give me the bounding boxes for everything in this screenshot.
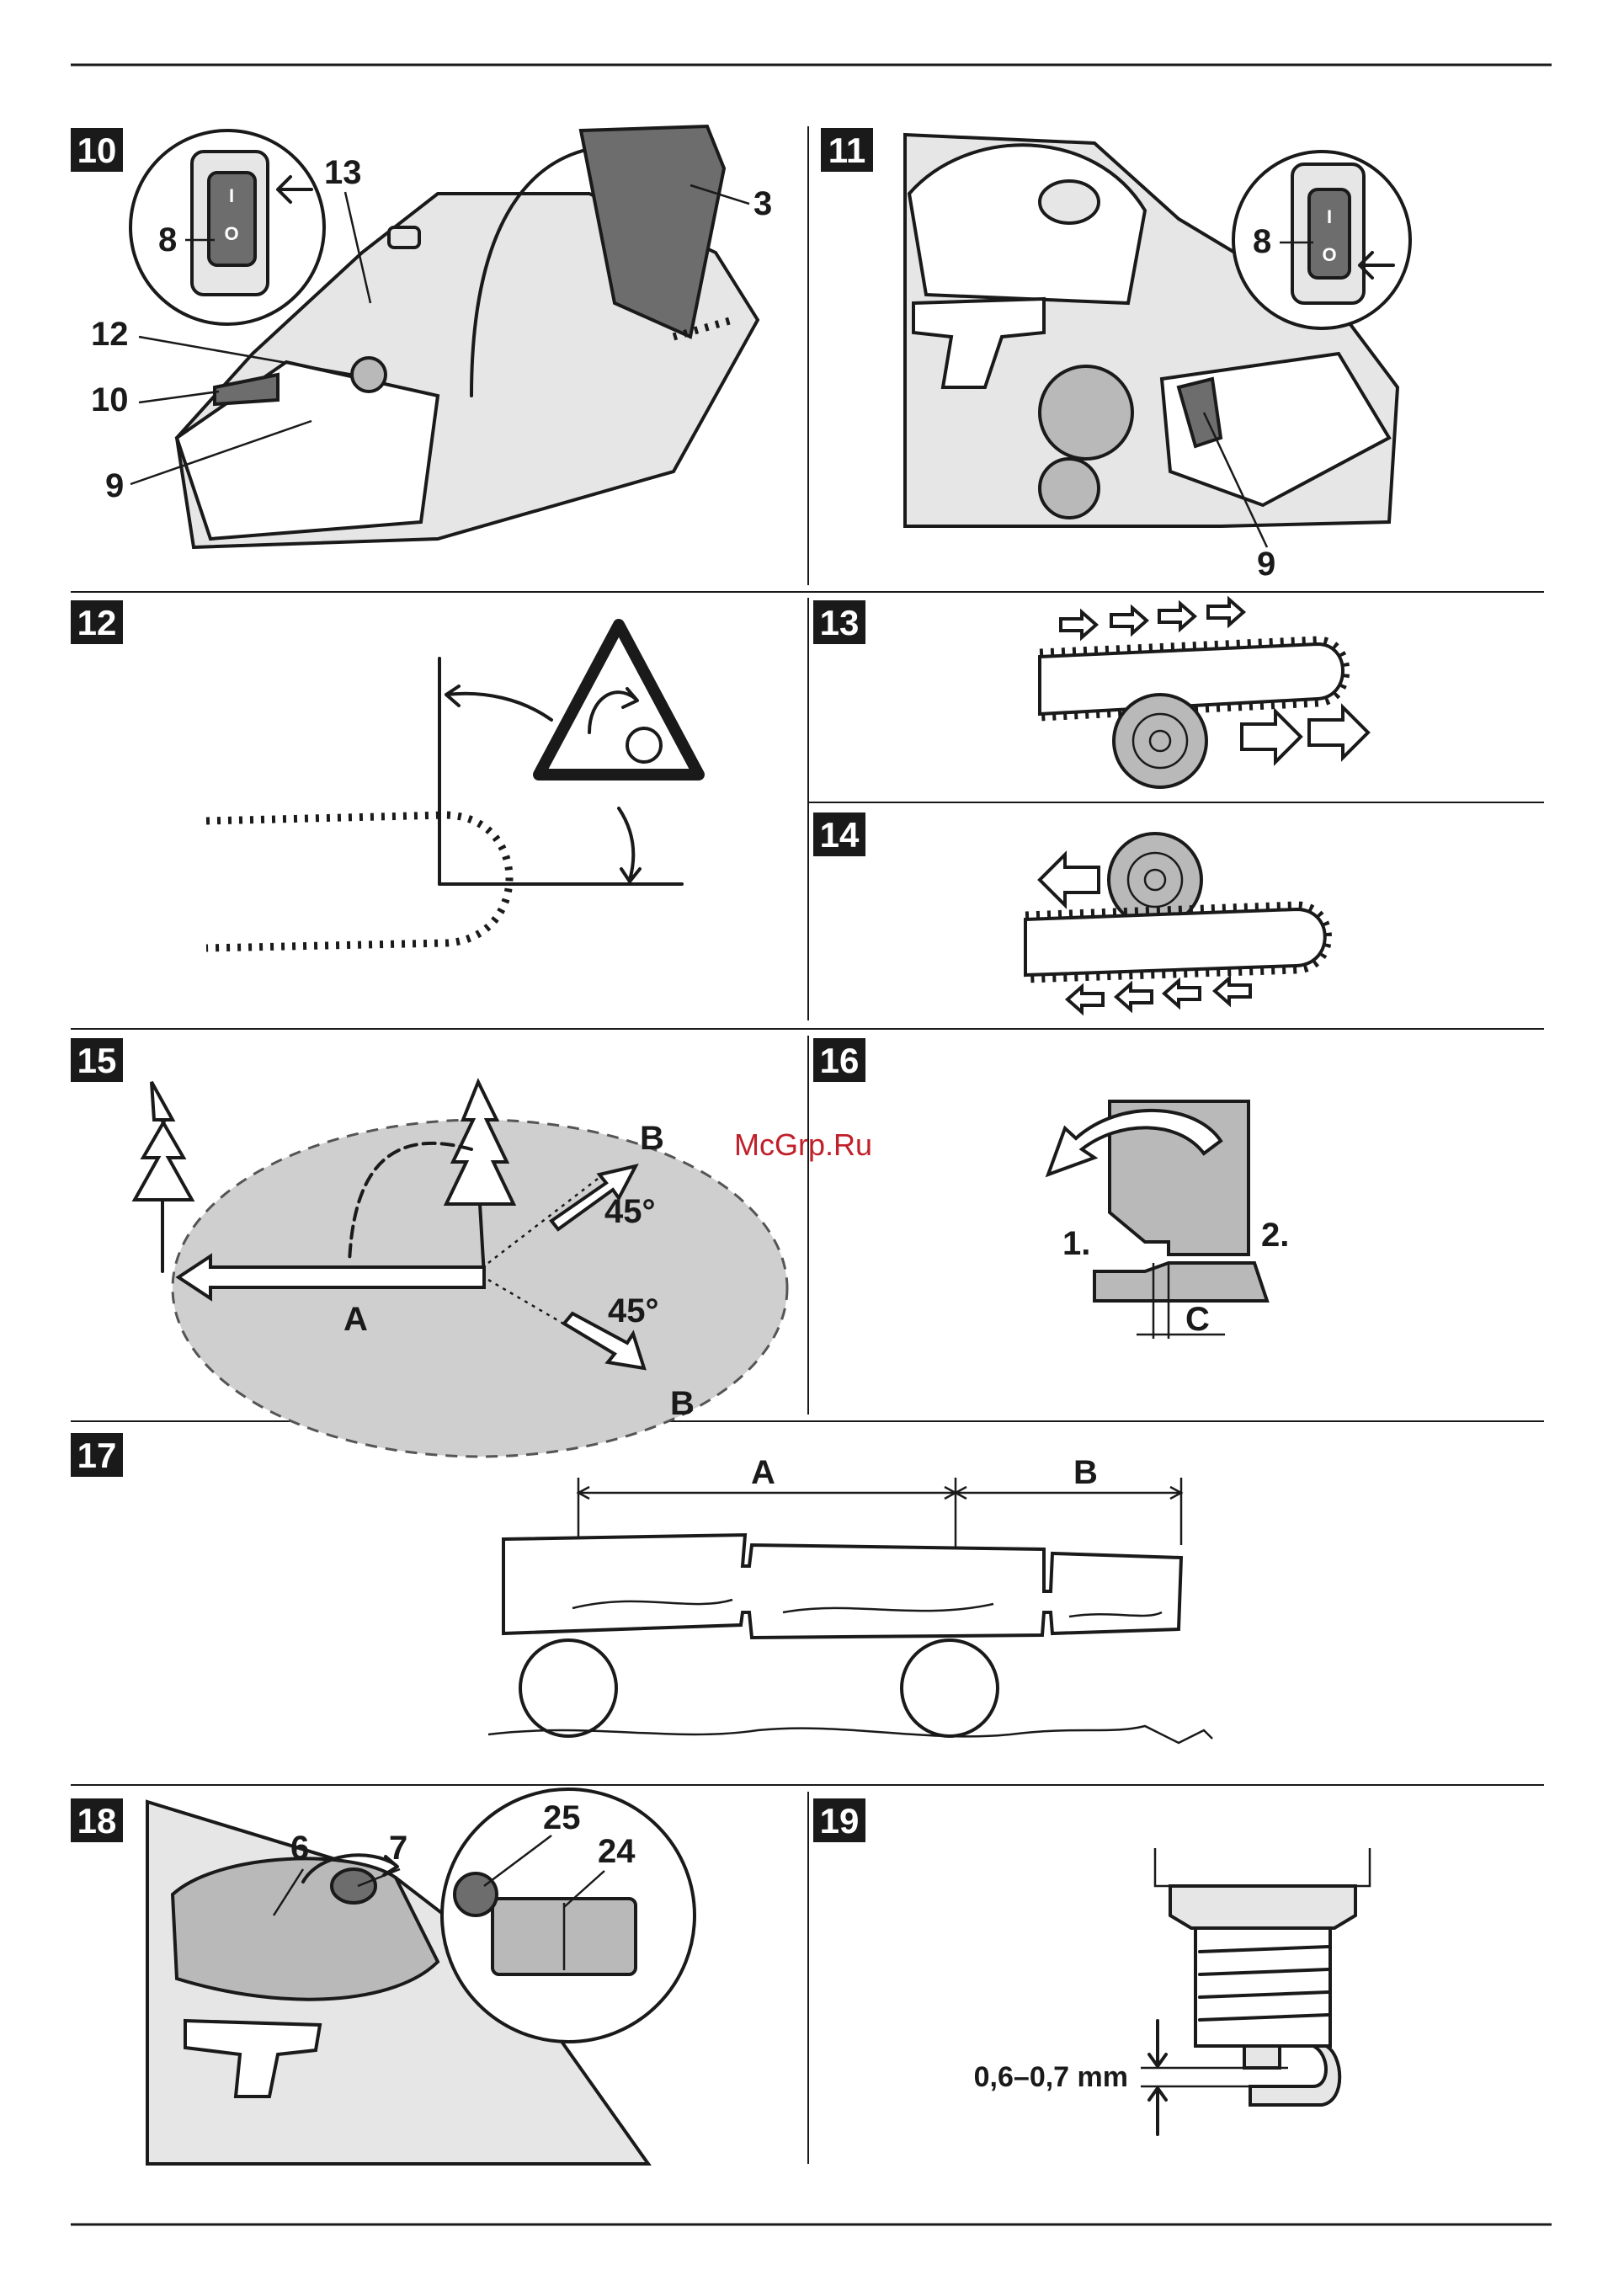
panel-13: 13 xyxy=(813,599,1368,787)
label-B-17: B xyxy=(1073,1454,1098,1491)
spark-plug-boot xyxy=(1040,459,1099,518)
figure-number-10: 10 xyxy=(77,131,117,170)
choke-knob xyxy=(352,358,386,392)
label-A-15: A xyxy=(343,1301,368,1338)
label-angle-bottom: 45° xyxy=(608,1292,659,1329)
callout-3: 3 xyxy=(753,185,772,222)
log-trunk xyxy=(503,1535,1181,1638)
rotation-arrow-icon xyxy=(619,808,640,882)
label-B-bottom: B xyxy=(670,1385,695,1422)
fuel-cap xyxy=(1040,181,1099,223)
support-log-right xyxy=(902,1640,998,1736)
saw-chain-loop xyxy=(206,815,509,948)
center-electrode xyxy=(1244,2046,1280,2068)
figure-number-11: 11 xyxy=(828,131,865,170)
label-A-17: A xyxy=(751,1454,775,1491)
switch-off-symbol: O xyxy=(224,223,238,244)
guide-bar-14 xyxy=(1025,909,1325,975)
figure-number-14: 14 xyxy=(820,815,860,855)
figure-number-18: 18 xyxy=(77,1801,117,1841)
callout-24: 24 xyxy=(598,1833,636,1870)
label-B-top: B xyxy=(640,1120,664,1157)
kickback-warning-icon xyxy=(539,625,699,775)
spark-plug-hex xyxy=(1170,1886,1355,1928)
figure-number-19: 19 xyxy=(820,1801,860,1841)
warning-wheel xyxy=(627,728,661,762)
chain-direction-arrows-13 xyxy=(1061,599,1243,637)
figure-number-12: 12 xyxy=(77,603,117,642)
panel-10: 10 I O 13 3 8 12 10 9 xyxy=(71,126,772,547)
dimension-B xyxy=(956,1487,1181,1499)
figure-number-16: 16 xyxy=(820,1041,860,1080)
switch-on-symbol-11: I xyxy=(1327,206,1332,227)
label-C: C xyxy=(1185,1301,1210,1338)
standing-tree-icon xyxy=(135,1082,192,1200)
callout-8-11: 8 xyxy=(1253,223,1271,260)
callout-7: 7 xyxy=(389,1830,407,1867)
support-log-left xyxy=(520,1640,616,1736)
figure-number-15: 15 xyxy=(77,1041,117,1080)
gap-label: 0,6–0,7 mm xyxy=(974,2061,1128,2093)
callout-10: 10 xyxy=(91,381,129,418)
watermark: McGrp.Ru xyxy=(734,1127,872,1162)
label-angle-top: 45° xyxy=(604,1193,656,1230)
cooling-fins xyxy=(1040,366,1132,459)
label-step2: 2. xyxy=(1261,1217,1289,1254)
switch-on-symbol: I xyxy=(229,185,234,206)
panel-12: 12 xyxy=(71,600,699,948)
callout-13: 13 xyxy=(324,154,362,191)
cover-knob xyxy=(332,1869,375,1903)
figure-number-13: 13 xyxy=(820,603,860,642)
fuel-tank-cap xyxy=(389,227,419,248)
callout-9: 9 xyxy=(105,467,124,504)
cut-direction-arrow-14 xyxy=(1040,855,1099,905)
kickback-arrow-icon xyxy=(446,686,551,720)
panel-17: 17 A B xyxy=(71,1433,1212,1743)
guide-bar-13 xyxy=(1040,644,1343,714)
gap-arrow-up xyxy=(1149,2088,1166,2134)
panel-14: 14 xyxy=(813,813,1328,1012)
tree-stump xyxy=(1094,1263,1267,1301)
switch-off-symbol-11: O xyxy=(1322,244,1336,265)
cut-direction-arrows-13 xyxy=(1242,707,1368,762)
callout-12: 12 xyxy=(91,316,129,353)
choke-lever xyxy=(455,1873,497,1915)
panel-19: 19 0,6–0,7 mm xyxy=(813,1798,1370,2134)
figure-number-17: 17 xyxy=(77,1436,117,1475)
callout-6: 6 xyxy=(290,1830,309,1867)
gap-arrow-down xyxy=(1149,2021,1166,2066)
leader-10 xyxy=(139,392,219,402)
panel-18: 18 6 7 25 24 xyxy=(71,1789,695,2164)
callout-8: 8 xyxy=(158,221,177,258)
chain-direction-arrows-14 xyxy=(1068,978,1250,1012)
panel-16: 16 1. 2. C xyxy=(813,1038,1289,1339)
callout-25: 25 xyxy=(543,1799,581,1836)
log-section-13 xyxy=(1114,695,1206,787)
callout-9-11: 9 xyxy=(1257,546,1275,583)
cylinder-outline xyxy=(1155,1848,1370,1886)
label-step1: 1. xyxy=(1062,1225,1090,1262)
panel-15: 15 A B B 45° 45° McGrp.Ru xyxy=(71,1038,872,1457)
panel-11: 11 I O 8 9 xyxy=(821,128,1410,583)
